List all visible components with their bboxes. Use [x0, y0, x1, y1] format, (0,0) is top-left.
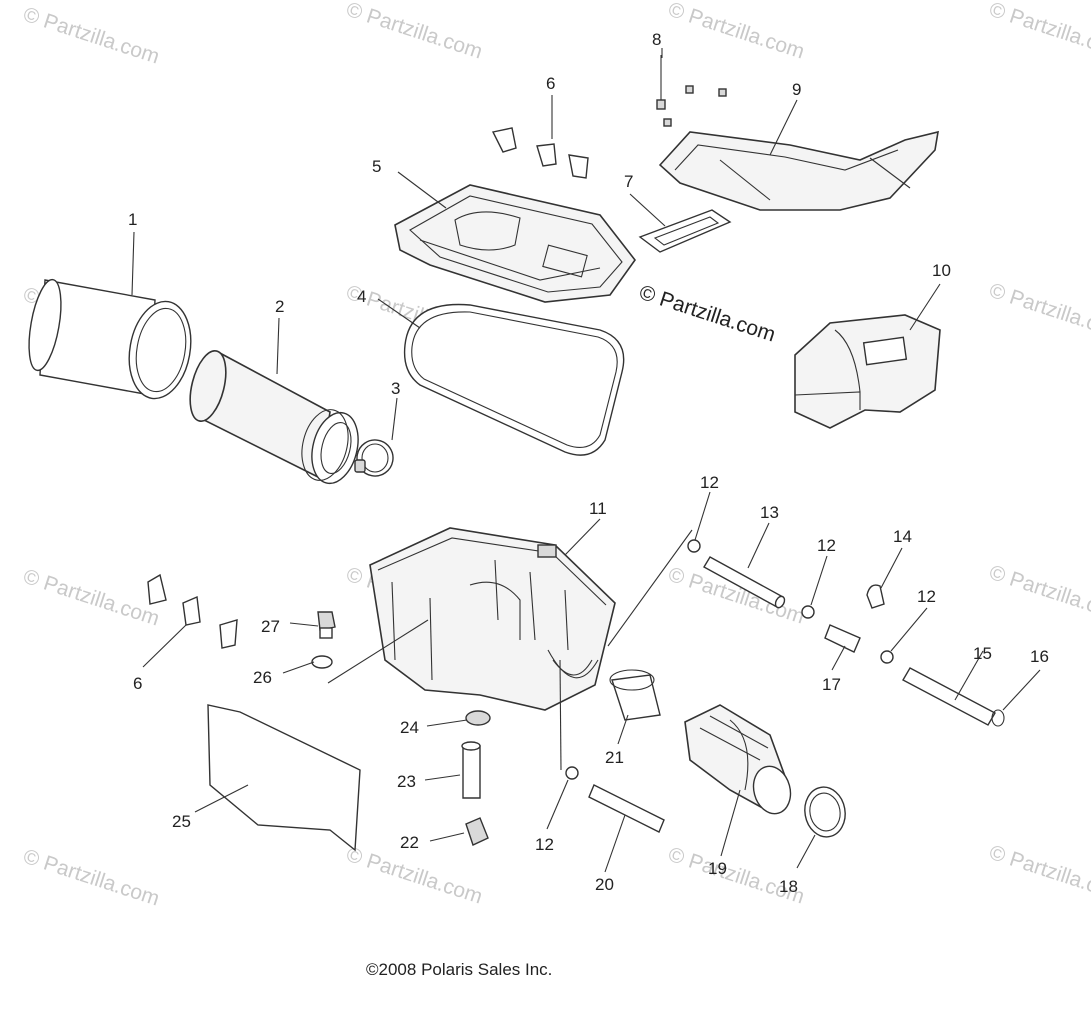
part-tube-23 — [461, 741, 481, 799]
part-connector-17 — [824, 624, 861, 653]
part-clips-upper — [491, 127, 589, 179]
part-intake-duct — [658, 130, 939, 211]
callout-22: 22 — [400, 833, 419, 852]
callout-2: 2 — [275, 297, 284, 316]
part-clips-lower — [147, 573, 238, 649]
leader-lines — [131, 48, 1041, 873]
callout-labels: 1 2 3 4 5 6 6 7 8 9 10 11 12 12 12 12 13… — [128, 30, 1049, 896]
watermark: © Partzilla.com — [343, 0, 485, 63]
part-hose-13 — [703, 556, 786, 609]
part-clamp-24 — [465, 710, 491, 726]
watermark: © Partzilla.com — [665, 0, 807, 63]
callout-16: 16 — [1030, 647, 1049, 666]
part-washer-26 — [311, 655, 333, 669]
part-clip-16 — [991, 709, 1005, 727]
watermark: © Partzilla.com — [343, 843, 485, 909]
copyright-text: ©2008 Polaris Sales Inc. — [366, 960, 552, 979]
callout-18: 18 — [779, 877, 798, 896]
callout-21: 21 — [605, 748, 624, 767]
watermark: © Partzilla.com — [986, 841, 1091, 907]
callout-12-b: 12 — [817, 536, 836, 555]
part-plate-7 — [638, 209, 732, 253]
part-clip-14 — [866, 584, 885, 609]
callout-15: 15 — [973, 644, 992, 663]
part-hose-20 — [588, 784, 665, 833]
callout-27: 27 — [261, 617, 280, 636]
part-panel-25 — [207, 704, 361, 852]
part-small-clamps — [565, 539, 894, 780]
watermark: © Partzilla.com — [20, 845, 162, 911]
watermark: © Partzilla.com — [986, 561, 1091, 627]
part-intake-boot — [684, 704, 792, 815]
partzilla-brand-text: © Partzilla.com — [636, 281, 778, 347]
part-bolt-27 — [317, 611, 336, 639]
callout-17: 17 — [822, 675, 841, 694]
callout-19: 19 — [708, 859, 727, 878]
callout-11: 11 — [589, 499, 607, 518]
watermark: © Partzilla.com — [20, 3, 162, 69]
watermark: © Partzilla.com — [986, 0, 1091, 63]
callout-26: 26 — [253, 668, 272, 687]
watermark: © Partzilla.com — [20, 565, 162, 631]
callout-13: 13 — [760, 503, 779, 522]
part-airbox-base — [369, 527, 616, 711]
watermark: © Partzilla.com — [986, 279, 1091, 345]
part-prefilter-sleeve — [28, 278, 192, 400]
part-screws — [656, 55, 727, 127]
callout-6-upper: 6 — [546, 74, 555, 93]
callout-23: 23 — [397, 772, 416, 791]
part-air-filter — [189, 350, 359, 485]
part-intake-block — [794, 314, 941, 429]
callout-6-lower: 6 — [133, 674, 142, 693]
callout-8: 8 — [652, 30, 661, 49]
part-drain-22 — [465, 817, 489, 846]
callout-10: 10 — [932, 261, 951, 280]
callout-20: 20 — [595, 875, 614, 894]
part-clamp-18 — [804, 786, 846, 838]
callout-12-a: 12 — [700, 473, 719, 492]
callout-5: 5 — [372, 157, 381, 176]
callout-24: 24 — [400, 718, 419, 737]
part-clamp-3 — [354, 439, 394, 477]
watermark: © Partzilla.com — [665, 843, 807, 909]
part-hose-15 — [902, 667, 996, 726]
callout-3: 3 — [391, 379, 400, 398]
callout-1: 1 — [128, 210, 137, 229]
part-seal-gasket — [403, 303, 625, 456]
part-ring-21 — [609, 669, 661, 721]
callout-25: 25 — [172, 812, 191, 831]
callout-12-c: 12 — [917, 587, 936, 606]
part-airbox-cover — [394, 184, 636, 303]
callout-4: 4 — [357, 287, 366, 306]
callout-7: 7 — [624, 172, 633, 191]
callout-9: 9 — [792, 80, 801, 99]
callout-12-d: 12 — [535, 835, 554, 854]
callout-14: 14 — [893, 527, 912, 546]
